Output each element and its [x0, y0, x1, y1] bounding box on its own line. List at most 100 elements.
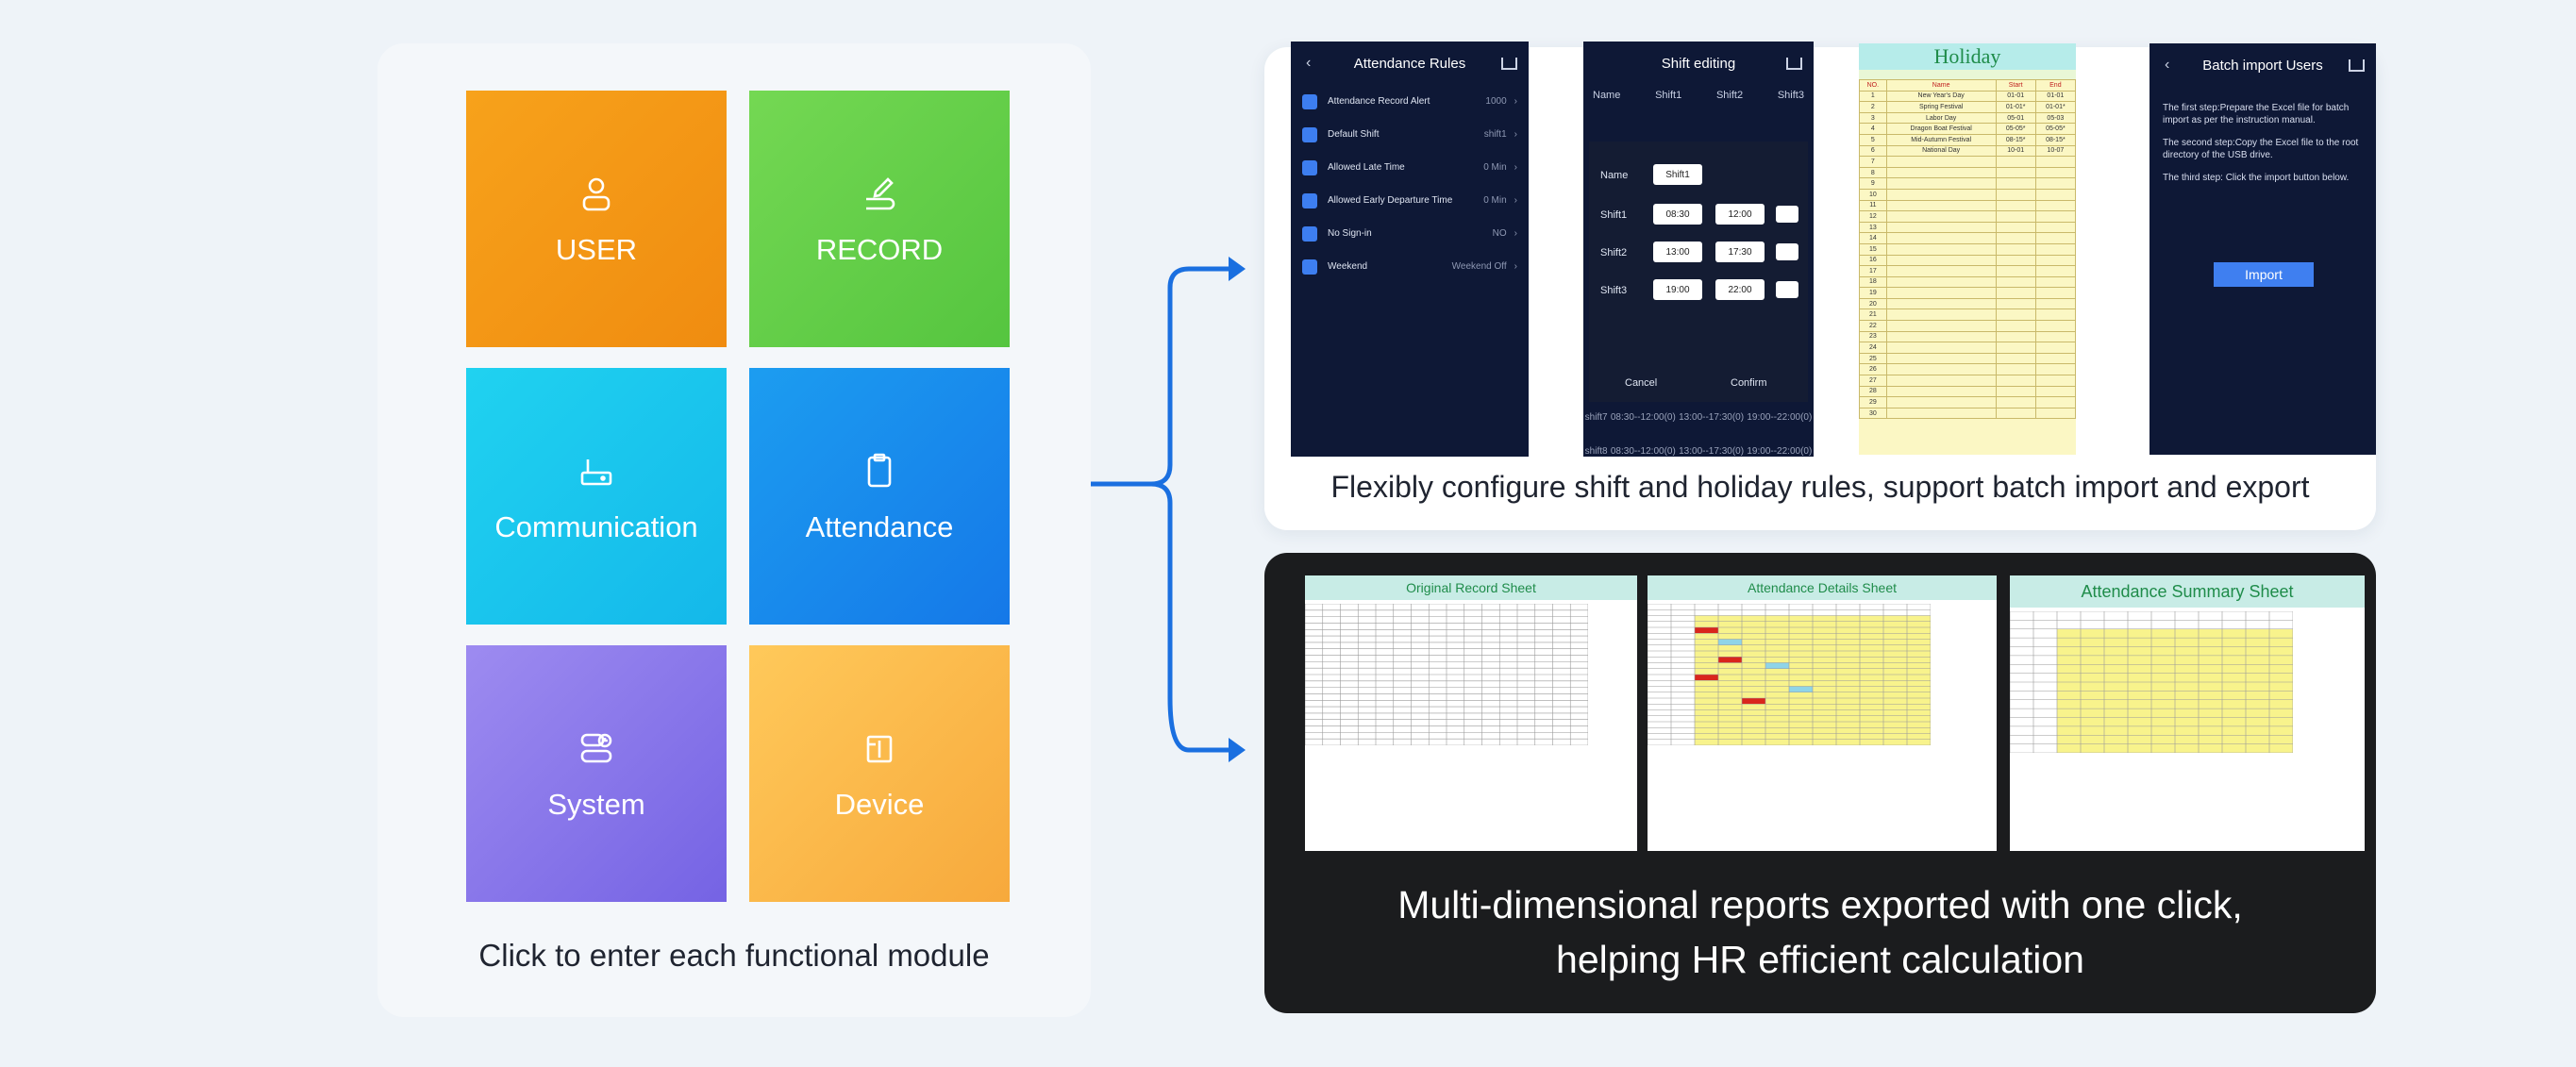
holiday-row: 25 [1859, 352, 2076, 365]
shift-row[interactable]: shift7 08:30--12:00(0) 13:00--17:30(0) 1… [1583, 400, 1814, 434]
home-icon[interactable] [2349, 58, 2365, 72]
column-header: Shift2 [1715, 90, 1744, 101]
holiday-cell: 13 [1859, 221, 1887, 234]
holiday-col-header: Name [1885, 79, 1997, 92]
communication-module-label: Communication [494, 510, 698, 543]
home-icon[interactable] [1501, 57, 1517, 70]
back-icon[interactable]: ‹ [1306, 55, 1312, 71]
holiday-row: 24 [1859, 342, 2076, 354]
holiday-cell: 23 [1859, 330, 1887, 343]
shift3-label: Shift3 [1600, 285, 1628, 296]
attendance-module-label: Attendance [805, 510, 954, 543]
shift3-start-field[interactable]: 19:00 [1653, 279, 1702, 300]
highlight-cell [1695, 675, 1718, 681]
holiday-cell: 14 [1859, 232, 1887, 244]
rule-label: Attendance Record Alert [1328, 96, 1430, 107]
shift-time: 13:00--17:30(0) [1679, 445, 1745, 457]
holiday-cell [2034, 221, 2076, 234]
import-step-3: The third step: Click the import button … [2163, 173, 2350, 183]
holiday-cell [1995, 385, 2036, 398]
holiday-cell: 2 [1859, 101, 1887, 113]
holiday-row: 15 [1859, 242, 2076, 256]
holiday-cell: 6 [1859, 144, 1887, 158]
shift1-end-field[interactable]: 12:00 [1715, 204, 1765, 225]
rules-header: ‹ Attendance Rules [1291, 42, 1529, 85]
shift3-option[interactable] [1776, 281, 1798, 298]
holiday-cell [2034, 199, 2076, 212]
back-icon[interactable]: ‹ [2165, 57, 2170, 73]
import-button[interactable]: Import [2214, 262, 2314, 287]
record-module-label: RECORD [815, 233, 944, 266]
name-field[interactable]: Shift1 [1653, 164, 1702, 185]
holiday-cell [1995, 363, 2036, 376]
holiday-cell: 15 [1859, 242, 1887, 256]
rule-value: 0 Min [1483, 162, 1507, 173]
home-icon[interactable] [1786, 57, 1802, 70]
holiday-cell: 05-01 [1995, 111, 2036, 125]
record-module-tile[interactable]: RECORD [749, 91, 1010, 347]
shift-time: 08:30--12:00(0) [1610, 445, 1676, 457]
holiday-cell: 18 [1859, 275, 1887, 289]
column-header: Shift1 [1655, 90, 1682, 101]
holiday-cell: 12 [1859, 210, 1887, 223]
holiday-row: 30 [1859, 407, 2076, 420]
communication-module-tile[interactable]: Communication [466, 368, 727, 625]
holiday-cell [2034, 242, 2076, 256]
rule-label: Allowed Late Time [1328, 162, 1405, 173]
shift1-option[interactable] [1776, 206, 1798, 223]
holiday-cell: 19 [1859, 287, 1887, 299]
shift2-option[interactable] [1776, 243, 1798, 260]
holiday-col-header: Start [1995, 79, 2036, 92]
cancel-button[interactable]: Cancel [1625, 377, 1658, 389]
shift2-start-field[interactable]: 13:00 [1653, 242, 1702, 262]
confirm-button[interactable]: Confirm [1731, 377, 1767, 389]
shift-time: 08:30--12:00(0) [1610, 411, 1676, 423]
column-header: Shift3 [1777, 90, 1804, 101]
holiday-cell [2034, 166, 2076, 179]
holiday-cell: 24 [1859, 342, 1887, 354]
bracket-arrows [1091, 257, 1246, 762]
system-module-tile[interactable]: System [466, 645, 727, 902]
user-module-tile[interactable]: USER [466, 91, 727, 347]
holiday-cell [1885, 156, 1997, 168]
shift2-end-field[interactable]: 17:30 [1715, 242, 1765, 262]
holiday-cell [1995, 297, 2036, 310]
holiday-cell [1885, 287, 1997, 299]
highlight-cell [1742, 698, 1765, 705]
import-header: ‹ Batch import Users [2149, 43, 2376, 87]
shift-editing-screen: Shift editing Name Shift1 Shift2 Shift3 … [1583, 42, 1814, 457]
shift-header: Shift editing [1583, 42, 1814, 85]
shift-list: shift7 08:30--12:00(0) 13:00--17:30(0) 1… [1583, 400, 1814, 457]
device-icon [866, 735, 893, 763]
shift-row[interactable]: shift8 08:30--12:00(0) 13:00--17:30(0) 1… [1583, 434, 1814, 457]
shift3-end-field[interactable]: 22:00 [1715, 279, 1765, 300]
holiday-cell: 28 [1859, 385, 1887, 398]
details-sheet-title: Attendance Details Sheet [1648, 575, 1997, 600]
holiday-cell: Labor Day [1885, 111, 1997, 125]
user-icon [582, 177, 611, 211]
system-settings-icon [580, 733, 612, 763]
holiday-cell [1995, 407, 2036, 420]
shift1-start-field[interactable]: 08:30 [1653, 204, 1702, 225]
holiday-row: 29 [1859, 396, 2076, 408]
rule-label: Default Shift [1328, 129, 1380, 140]
shift1-label: Shift1 [1600, 209, 1628, 221]
holiday-cell [1995, 177, 2036, 190]
holiday-cell [1885, 254, 1997, 267]
attendance-module-tile[interactable]: Attendance [749, 368, 1010, 625]
holiday-cell [1995, 242, 2036, 256]
holiday-cell [1995, 320, 2036, 332]
holiday-row: 12 [1859, 210, 2076, 223]
holiday-sheet-subtitle [1859, 70, 2076, 79]
device-module-tile[interactable]: Device [749, 645, 1010, 902]
arrow-head-top [1229, 257, 1246, 281]
holiday-cell [1885, 210, 1997, 223]
holiday-cell: 10-07 [2034, 144, 2076, 158]
